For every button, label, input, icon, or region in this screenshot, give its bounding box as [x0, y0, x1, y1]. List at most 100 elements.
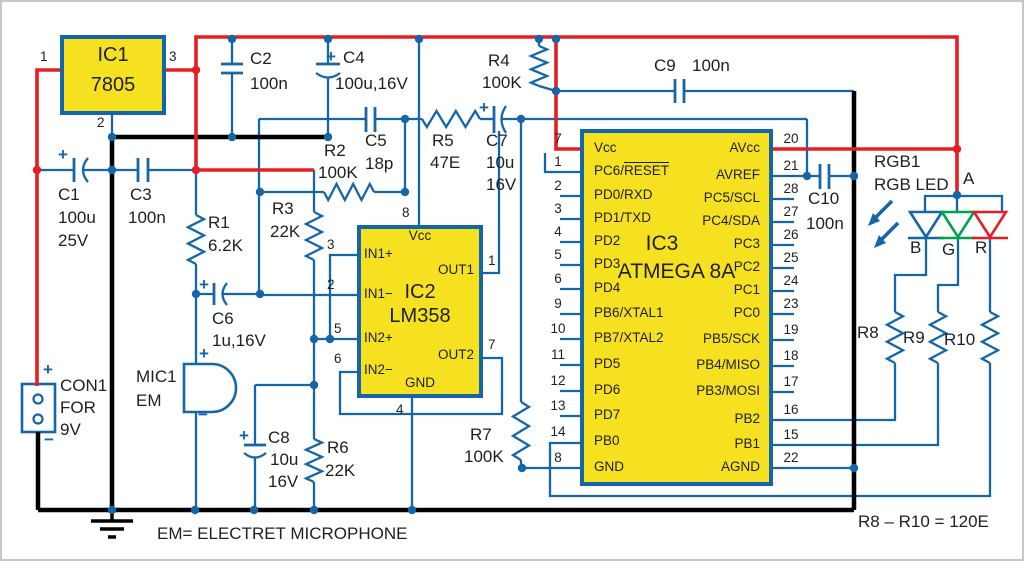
r1-value: 6.2K — [208, 236, 243, 255]
c7-voltage: 16V — [486, 175, 517, 194]
r6-ref: R6 — [327, 438, 349, 457]
c6-ref: C6 — [212, 309, 234, 328]
c3-ref: C3 — [130, 185, 152, 204]
ic3-body — [580, 129, 773, 486]
r4-ref: R4 — [488, 51, 510, 70]
c7-plus-mark: + — [479, 98, 489, 117]
r1-ref: R1 — [208, 213, 230, 232]
ic3-pin-number: 22 — [783, 450, 799, 465]
ic3-pin-label: PC6/RESET — [594, 163, 670, 178]
c2-ref: C2 — [250, 49, 272, 68]
ic3-pin-label: PD0/RXD — [594, 187, 653, 202]
c1-ref: C1 — [58, 185, 80, 204]
r3-value: 22K — [270, 222, 301, 241]
c7-ref: C7 — [486, 131, 508, 150]
ic3-pin-number: 28 — [783, 181, 799, 196]
ic3-pin-number: 15 — [783, 427, 799, 442]
mic-minus-mark: − — [198, 405, 208, 424]
ic2-gnd-label: GND — [405, 375, 435, 390]
ic3-pin-number: 24 — [783, 273, 799, 288]
ic3-pin-label: AVREF — [715, 167, 760, 182]
ic3-pin-number: 3 — [554, 201, 562, 216]
ic3-pin-label: AGND — [720, 459, 760, 474]
ic3-pin-label: PD4 — [594, 280, 621, 295]
ic1-pin2-number: 2 — [97, 115, 105, 130]
ic2-in2n-label: IN2− — [364, 362, 393, 377]
ic3-pin-number: 18 — [783, 348, 799, 363]
c5-value: 18p — [365, 154, 394, 173]
con1-plus-mark: + — [43, 360, 53, 379]
ic2-pin6-number: 6 — [334, 351, 342, 366]
rgb1-ref: RGB1 — [874, 152, 921, 171]
r3-ref: R3 — [272, 199, 294, 218]
ic3-pin-label: PB7/XTAL2 — [594, 330, 664, 345]
con1-ref: CON1 — [60, 376, 108, 395]
ic3-pin-number: 12 — [550, 373, 566, 388]
r2-ref: R2 — [324, 141, 346, 160]
ic3-pin-label: PB4/MISO — [696, 357, 760, 372]
ic2-vcc-label: Vcc — [408, 228, 432, 243]
ic2-pin8-number: 8 — [402, 205, 410, 220]
c8-value: 10u — [270, 450, 299, 469]
ic3-pin-label: PC1 — [733, 282, 760, 297]
resistor-note: R8 – R10 = 120E — [858, 512, 989, 531]
ic3-pin-label: PD6 — [594, 382, 621, 397]
mic-plus-mark: + — [199, 344, 209, 363]
ic3-pin-label: AVcc — [729, 140, 760, 155]
ic3-pin-label: PC5/SCL — [703, 190, 760, 205]
con1-line3: 9V — [60, 420, 81, 439]
ic3-pin-number: 21 — [783, 158, 799, 173]
c1-value: 100u — [58, 208, 96, 227]
ic3-pin-label: PB5/SCK — [702, 331, 760, 346]
ic3-pin-label: PC4/SDA — [702, 213, 760, 228]
c9-value: 100n — [692, 56, 730, 75]
ic3-pin-label: PC3 — [733, 236, 760, 251]
ic2-in1p-label: IN1+ — [364, 246, 393, 261]
r9-ref: R9 — [903, 328, 925, 347]
c9-ref: C9 — [654, 56, 676, 75]
ic3-name: IC3 — [645, 232, 679, 255]
ic3-pin-number: 2 — [554, 178, 562, 193]
ic3-pin-label: PC0 — [733, 305, 760, 320]
ic1-pin1-number: 1 — [40, 49, 48, 64]
ic3-pin-number: 7 — [554, 131, 562, 146]
r7-value: 100K — [464, 447, 504, 466]
r10-ref: R10 — [944, 330, 976, 349]
r8-ref: R8 — [857, 323, 879, 342]
ic3-pin-label: PD7 — [594, 407, 621, 422]
ic2-in2p-label: IN2+ — [364, 330, 393, 345]
ic3-pin-number: 20 — [783, 131, 799, 146]
ic3-pin-number: 27 — [783, 204, 799, 219]
ic2-part: LM358 — [389, 305, 451, 327]
con1-minus-mark: − — [44, 430, 54, 449]
c6-plus-mark: + — [199, 275, 209, 294]
ic2-name: IC2 — [404, 281, 436, 303]
ic2-pin3-number: 3 — [327, 237, 335, 252]
mic1-type: EM — [136, 391, 162, 410]
ic2-out2-label: OUT2 — [437, 347, 474, 362]
c1-voltage: 25V — [58, 231, 89, 250]
mic1-ref: MIC1 — [136, 367, 177, 386]
r2-value: 100K — [318, 163, 358, 182]
ic3-pin-number: 25 — [783, 250, 799, 265]
ic3-pin-label: PB3/MOSI — [696, 383, 760, 398]
rgb-cathode-r-label: R — [975, 238, 988, 257]
ic3-pin-number: 10 — [550, 321, 566, 336]
ic3-part: ATMEGA 8A — [617, 260, 736, 283]
ic3-pin-number: 11 — [550, 347, 565, 362]
c7-value: 10u — [486, 153, 515, 172]
r5-ref: R5 — [432, 131, 454, 150]
ic2-out1-label: OUT1 — [437, 262, 474, 277]
ic3-pin-number: 5 — [554, 247, 562, 262]
ic3-pin-label: PB1 — [734, 436, 760, 451]
ic3-pin-number: 14 — [550, 424, 566, 439]
ic3-pin-number: 17 — [783, 374, 799, 389]
ic3-pin-number: 6 — [554, 271, 562, 286]
c10-ref: C10 — [808, 189, 840, 208]
ic3-pin-label: PD1/TXD — [594, 210, 652, 225]
ic2-body — [357, 225, 483, 398]
ic3-pin-label: PD2 — [594, 233, 621, 248]
ic1-pin3-number: 3 — [169, 49, 177, 64]
